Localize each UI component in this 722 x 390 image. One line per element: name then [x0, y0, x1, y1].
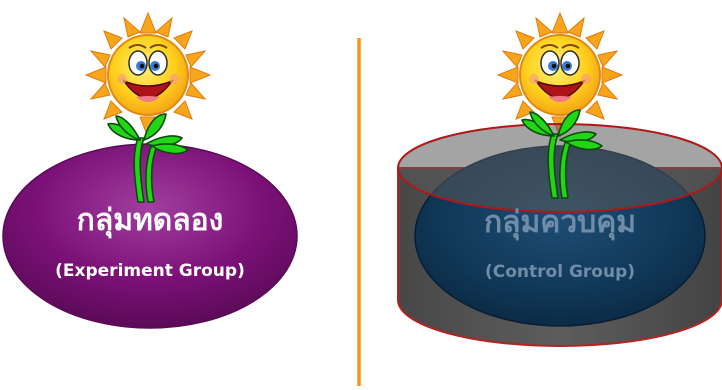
experiment-group: กลุ่มทดลอง (Experiment Group) [2, 12, 298, 329]
control-group-title: กลุ่มควบคุม [484, 205, 636, 241]
experiment-group-title: กลุ่มทดลอง [77, 203, 224, 239]
control-group: กลุ่มควบคุม (Control Group) [397, 12, 722, 347]
experiment-group-subtitle: (Experiment Group) [55, 261, 245, 281]
control-group-subtitle: (Control Group) [485, 262, 635, 282]
sun-icon [497, 12, 623, 138]
sun-icon [85, 12, 211, 138]
